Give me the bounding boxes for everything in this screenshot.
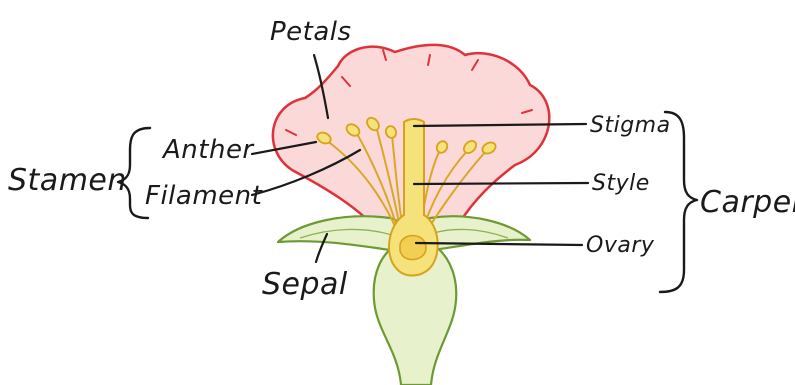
label-filament: Filament	[145, 181, 263, 211]
label-style: Style	[592, 171, 650, 196]
label-sepal: Sepal	[262, 267, 348, 302]
label-petals: Petals	[270, 17, 352, 47]
ovary-chamber	[400, 236, 426, 260]
carpel-brace	[660, 112, 697, 292]
label-stamen: Stamen	[8, 163, 127, 198]
label-ovary: Ovary	[586, 233, 655, 258]
label-anther: Anther	[161, 135, 255, 165]
label-stigma: Stigma	[590, 113, 671, 138]
label-carpel: Carpel	[700, 185, 795, 220]
